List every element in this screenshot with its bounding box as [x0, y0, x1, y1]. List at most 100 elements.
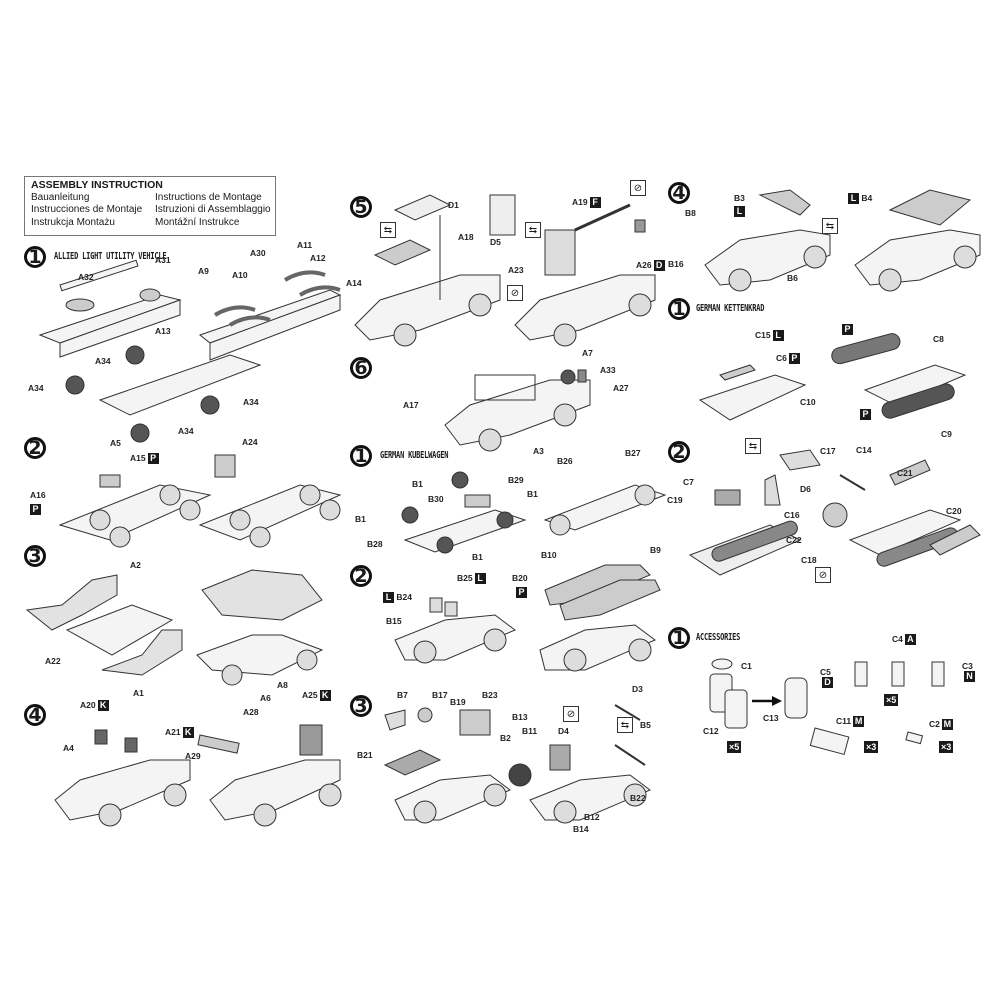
- part-label: A34: [28, 383, 44, 393]
- part-label: B27: [625, 448, 641, 458]
- color-code-badge: L: [734, 206, 745, 217]
- translation-it: Istruzioni di Assemblaggio: [155, 204, 271, 215]
- step-3-kubelwagen: 3: [350, 695, 372, 717]
- part-label: C16: [784, 510, 800, 520]
- swap-option-icon: ⇆: [822, 218, 838, 234]
- body-step3-drawing: [22, 560, 332, 685]
- part-label: B20: [512, 573, 528, 583]
- kettenkrad-step2-drawing: [680, 445, 990, 580]
- part-label: B15: [386, 616, 402, 626]
- part-label: D4: [558, 726, 569, 736]
- section-title-kettenkrad: GERMAN KETTENKRAD: [696, 302, 765, 314]
- part-label: C8: [933, 334, 944, 344]
- part-label: A17: [403, 400, 419, 410]
- part-label: A5: [110, 438, 121, 448]
- part-label: A11: [297, 240, 313, 250]
- kubelwagen-step4-drawing: [690, 185, 980, 290]
- step-1-allied: 1: [24, 246, 46, 268]
- part-label: B17: [432, 690, 448, 700]
- part-label: B12: [584, 812, 600, 822]
- step-2-kubelwagen: 2: [350, 565, 372, 587]
- part-label: C12: [703, 726, 719, 736]
- color-code-badge: P: [516, 587, 527, 598]
- step-4-allied: 4: [24, 704, 46, 726]
- color-code-badge: P: [147, 453, 159, 465]
- color-code-badge: L: [772, 330, 784, 342]
- title: ASSEMBLY INSTRUCTION: [31, 179, 163, 191]
- color-code-badge: A: [904, 634, 916, 646]
- translation-es: Instrucciones de Montaje: [31, 204, 143, 215]
- part-label: C5: [820, 667, 831, 677]
- part-label: A34: [95, 356, 111, 366]
- part-label: A31: [155, 255, 171, 265]
- part-label: C18: [801, 555, 817, 565]
- part-label: C13: [763, 713, 779, 723]
- jeep-step4-drawing: [50, 720, 340, 830]
- part-label: B13: [512, 712, 528, 722]
- part-label-b4: L B4: [846, 193, 872, 205]
- part-label: B22: [630, 793, 646, 803]
- quantity-multiplier: ×3: [864, 741, 879, 753]
- part-label: C17: [820, 446, 836, 456]
- step-5-allied: 5: [350, 196, 372, 218]
- jeep-step6-drawing: [440, 365, 620, 450]
- part-label: C14: [856, 445, 872, 455]
- assembly-instruction-box: ASSEMBLY INSTRUCTION Bauanleitung Instru…: [24, 176, 276, 236]
- part-label: B9: [650, 545, 661, 555]
- part-label: B19: [450, 697, 466, 707]
- step-1-kettenkrad: 1: [668, 298, 690, 320]
- step-3-allied: 3: [24, 545, 46, 567]
- kubelwagen-chassis-drawing: [395, 470, 665, 555]
- part-label: C21: [897, 468, 913, 478]
- part-label: A18: [458, 232, 474, 242]
- accessories-drawing: [700, 658, 980, 758]
- part-label: D1: [448, 200, 459, 210]
- part-label: C10: [800, 397, 816, 407]
- quantity-multiplier: ×5: [727, 741, 742, 753]
- part-label: A6: [260, 693, 271, 703]
- part-label: B1: [412, 479, 423, 489]
- swap-option-icon: ⇆: [380, 222, 396, 238]
- part-label: A29: [185, 751, 201, 761]
- no-glue-icon: ⊘: [507, 285, 523, 301]
- step-1-accessories: 1: [668, 627, 690, 649]
- part-label: C20: [946, 506, 962, 516]
- color-code-badge: P: [860, 409, 871, 420]
- step-1-kubelwagen: 1: [350, 445, 372, 467]
- part-label: B28: [367, 539, 383, 549]
- color-code-badge: N: [964, 671, 975, 682]
- part-label: A34: [243, 397, 259, 407]
- kettenkrad-chassis-drawing: [695, 330, 985, 430]
- part-label: C3: [962, 661, 973, 671]
- part-label: B21: [357, 750, 373, 760]
- step-2-kettenkrad: 2: [668, 441, 690, 463]
- color-code-badge: L: [474, 573, 486, 585]
- color-code-badge: P: [788, 353, 800, 365]
- part-label: B6: [787, 273, 798, 283]
- color-code-badge: F: [589, 197, 601, 209]
- color-code-badge: D: [822, 677, 833, 688]
- part-label: B1: [472, 552, 483, 562]
- part-label: B16: [668, 259, 684, 269]
- color-code-badge: P: [842, 324, 853, 335]
- part-label: B1: [527, 489, 538, 499]
- swap-option-icon: ⇆: [525, 222, 541, 238]
- color-code-badge: L: [848, 193, 859, 205]
- part-label: D5: [490, 237, 501, 247]
- part-label: A27: [613, 383, 629, 393]
- part-label: C9: [941, 429, 952, 439]
- part-label: B26: [557, 456, 573, 466]
- color-code-badge: M: [853, 716, 865, 728]
- color-code-badge: K: [97, 700, 109, 712]
- kubelwagen-step3-drawing: [380, 690, 660, 830]
- color-code-badge: K: [319, 690, 331, 702]
- part-label: A1: [133, 688, 144, 698]
- quantity-multiplier: ×5: [884, 694, 899, 706]
- swap-option-icon: ⇆: [617, 717, 633, 733]
